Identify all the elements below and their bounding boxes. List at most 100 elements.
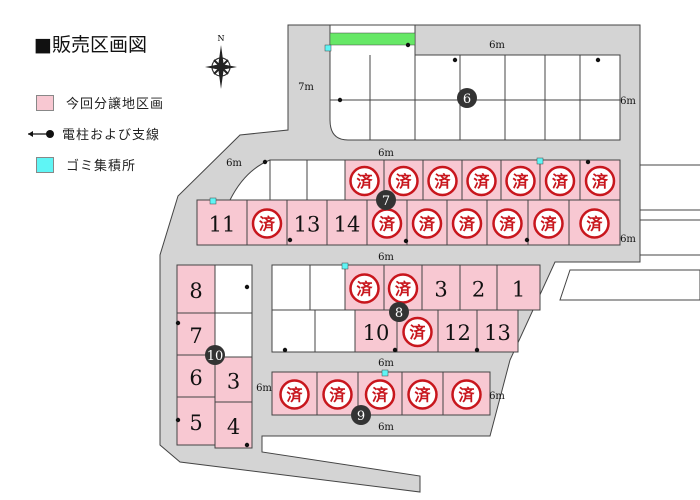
road-width-label: 6m bbox=[620, 234, 636, 245]
pink-lot-swatch bbox=[36, 94, 54, 111]
block-marker-circle bbox=[351, 405, 371, 425]
lot: 済 bbox=[527, 199, 570, 246]
lot-number: 14 bbox=[334, 213, 361, 237]
lot: 10 bbox=[354, 309, 398, 353]
lot-number: 7 bbox=[189, 324, 202, 348]
lot: 済 bbox=[461, 159, 502, 201]
sold-label: 済 bbox=[586, 215, 603, 234]
lot: 8 bbox=[176, 264, 216, 314]
road-width-label: 6m bbox=[378, 358, 394, 369]
lot bbox=[214, 264, 253, 314]
lot: 済 bbox=[422, 159, 463, 201]
lot-number: 10 bbox=[363, 321, 390, 345]
outer-lot bbox=[559, 269, 700, 301]
lot: 6 bbox=[176, 354, 216, 398]
available-lot bbox=[176, 354, 216, 398]
lot-number: 13 bbox=[294, 213, 321, 237]
lot: 済 bbox=[568, 199, 621, 246]
utility-pole-icon bbox=[287, 237, 293, 243]
road-width-label: 6m bbox=[489, 391, 505, 402]
green-strip bbox=[329, 32, 416, 46]
block-marker: 7 bbox=[376, 190, 396, 210]
utility-pole-icon bbox=[175, 320, 181, 326]
utility-pole-icon bbox=[244, 284, 250, 290]
utility-pole-icon bbox=[262, 159, 268, 165]
available-lot bbox=[437, 309, 478, 353]
road-width-label: 6m bbox=[489, 40, 505, 51]
lot-number: 11 bbox=[209, 213, 236, 237]
lot: 12 bbox=[437, 309, 478, 353]
lot: 14 bbox=[326, 199, 368, 246]
lot: 3 bbox=[214, 356, 253, 403]
utility-pole-icon bbox=[337, 97, 343, 103]
utility-pole-icon bbox=[405, 42, 411, 48]
sold-stamp-icon bbox=[411, 208, 443, 239]
lot: 7 bbox=[176, 312, 216, 356]
available-lot bbox=[196, 199, 248, 246]
lot-number: 8 bbox=[189, 279, 202, 303]
sold-stamp-icon bbox=[251, 208, 283, 239]
white-lot bbox=[309, 264, 346, 311]
garbage-station bbox=[341, 262, 349, 270]
sold-stamp-icon bbox=[579, 208, 610, 239]
lot: 済 bbox=[442, 371, 491, 416]
sold-label: 済 bbox=[379, 215, 396, 234]
lot: 5 bbox=[176, 396, 216, 446]
block-marker: 9 bbox=[351, 405, 371, 425]
legend-garbage-station: ゴミ集積所 bbox=[36, 155, 136, 174]
block-marker-circle bbox=[457, 88, 477, 108]
utility-pole-icon bbox=[452, 57, 458, 63]
utility-pole-icon bbox=[474, 347, 480, 353]
block-number: 8 bbox=[395, 306, 403, 321]
lot: 2 bbox=[459, 264, 498, 311]
lot: 3 bbox=[421, 264, 461, 311]
available-lot bbox=[326, 199, 368, 246]
block-number: 6 bbox=[463, 92, 471, 107]
available-lot bbox=[421, 264, 461, 311]
sold-label: 済 bbox=[419, 215, 436, 234]
sold-label: 済 bbox=[512, 172, 529, 191]
sold-stamp-icon bbox=[584, 165, 616, 197]
lot-number: 3 bbox=[434, 278, 447, 302]
sold-stamp-icon bbox=[364, 379, 396, 410]
utility-pole-icon bbox=[524, 237, 530, 243]
lot bbox=[271, 264, 311, 311]
sold-stamp-icon bbox=[451, 208, 483, 239]
lot: 済 bbox=[401, 371, 444, 416]
available-lot bbox=[214, 356, 253, 403]
sold-label: 済 bbox=[499, 215, 516, 234]
lot-number: 1 bbox=[512, 278, 525, 302]
lot-number: 4 bbox=[227, 415, 240, 439]
block-marker-circle bbox=[376, 190, 396, 210]
sold-stamp-icon bbox=[544, 165, 576, 197]
available-lot bbox=[459, 264, 498, 311]
lot: 済 bbox=[500, 159, 541, 201]
sold-label: 済 bbox=[434, 172, 451, 191]
sold-label: 済 bbox=[592, 172, 609, 191]
legend-available-lot: 今回分譲地区画 bbox=[36, 93, 164, 112]
lot: 1 bbox=[496, 264, 541, 311]
road-width-label: 6m bbox=[256, 383, 272, 394]
sold-stamp-icon bbox=[466, 165, 497, 197]
utility-pole-icon bbox=[392, 347, 398, 353]
sold-stamp-icon bbox=[451, 379, 482, 410]
lot: 済 bbox=[406, 199, 448, 246]
lot: 済 bbox=[344, 159, 385, 201]
utility-pole-icon bbox=[585, 159, 591, 165]
sold-stamp-icon bbox=[492, 208, 523, 239]
available-lot bbox=[476, 309, 519, 353]
sold-stamp-icon bbox=[505, 165, 536, 197]
available-lot bbox=[496, 264, 541, 311]
lot-number: 3 bbox=[227, 370, 240, 394]
white-lot bbox=[314, 309, 356, 353]
utility-pole-icon bbox=[28, 129, 54, 138]
garbage-station bbox=[209, 197, 217, 205]
sold-label: 済 bbox=[329, 386, 346, 405]
legend-label: 今回分譲地区画 bbox=[66, 97, 165, 112]
garbage-station-swatch bbox=[36, 156, 54, 173]
lot: 済 bbox=[271, 371, 318, 416]
sold-stamp-icon bbox=[349, 273, 380, 304]
sold-stamp-icon bbox=[388, 165, 419, 197]
